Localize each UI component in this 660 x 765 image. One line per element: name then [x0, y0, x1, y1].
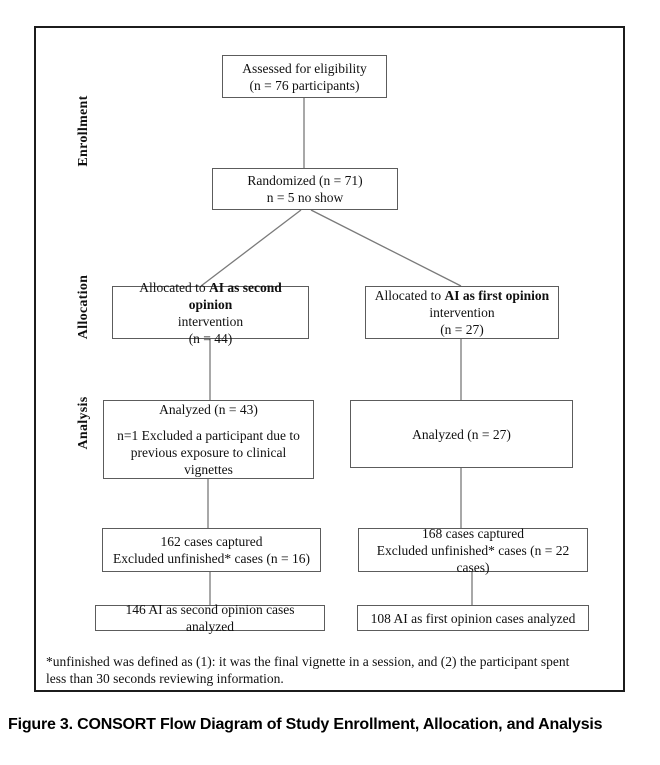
- randomized-line1: Randomized (n = 71): [247, 173, 363, 188]
- box-final-second-opinion-analyzed: 146 AI as second opinion cases analyzed: [95, 602, 325, 634]
- box-cases-captured-second-opinion: 162 cases captured Excluded unfinished* …: [102, 528, 321, 572]
- alloc-left-prefix: Allocated to: [139, 279, 209, 295]
- box-cases-captured-first-opinion: 168 cases captured Excluded unfinished* …: [358, 525, 588, 575]
- alloc-left-arm: AI as second opinion: [188, 279, 282, 312]
- final-left-line1: 146 AI as second opinion cases analyzed: [125, 602, 295, 634]
- randomized-line2: n = 5 no show: [266, 190, 344, 205]
- analysis-left-excluded: n=1 Excluded a participant due to previo…: [117, 428, 300, 477]
- alloc-left-line1: Allocated to AI as second opinion: [117, 279, 304, 313]
- captured-left-line1: 162 cases captured: [160, 534, 263, 549]
- box-allocated-first-opinion: Allocated to AI as first opinion interve…: [365, 286, 559, 339]
- captured-right-line1: 168 cases captured: [422, 525, 524, 541]
- assessed-line1: Assessed for eligibility: [242, 60, 367, 76]
- alloc-left-line2: intervention: [177, 313, 244, 329]
- alloc-right-line3: (n = 27): [440, 322, 484, 337]
- alloc-left-line3: (n = 44): [188, 330, 233, 346]
- captured-right-line2: Excluded unfinished* cases (n = 22 cases…: [376, 542, 570, 575]
- box-allocated-second-opinion: Allocated to AI as second opinion interv…: [112, 280, 309, 346]
- alloc-right-arm: AI as first opinion: [444, 288, 550, 303]
- captured-left-line2: Excluded unfinished* cases (n = 16): [113, 551, 310, 566]
- footnote-line2: less than 30 seconds reviewing informati…: [46, 671, 284, 686]
- analysis-left-line1: Analyzed (n = 43): [159, 402, 258, 417]
- footnote-line1: *unfinished was defined as (1): it was t…: [46, 654, 570, 669]
- alloc-right-prefix: Allocated to: [374, 288, 445, 303]
- assessed-line2: (n = 76 participants): [249, 77, 360, 93]
- box-final-first-opinion-analyzed: 108 AI as first opinion cases analyzed: [357, 605, 589, 631]
- diagram-outer-border: [34, 26, 625, 692]
- box-randomized: Randomized (n = 71) n = 5 no show: [212, 168, 398, 210]
- box-analyzed-second-opinion: Analyzed (n = 43) n=1 Excluded a partici…: [103, 400, 314, 479]
- alloc-right-line2: intervention: [429, 305, 495, 320]
- alloc-right-line1: Allocated to AI as first opinion: [375, 287, 549, 304]
- stage-label-allocation: Allocation: [76, 274, 91, 340]
- box-analyzed-first-opinion: Analyzed (n = 27): [350, 400, 573, 468]
- analysis-right-line1: Analyzed (n = 27): [412, 426, 511, 442]
- stage-label-analysis: Analysis: [76, 396, 91, 450]
- final-right-line1: 108 AI as first opinion cases analyzed: [370, 610, 576, 626]
- stage-label-enrollment: Enrollment: [76, 95, 91, 167]
- figure-caption: Figure 3. CONSORT Flow Diagram of Study …: [8, 716, 603, 733]
- box-assessed-eligibility: Assessed for eligibility (n = 76 partici…: [222, 55, 387, 98]
- unfinished-footnote: *unfinished was defined as (1): it was t…: [46, 653, 591, 687]
